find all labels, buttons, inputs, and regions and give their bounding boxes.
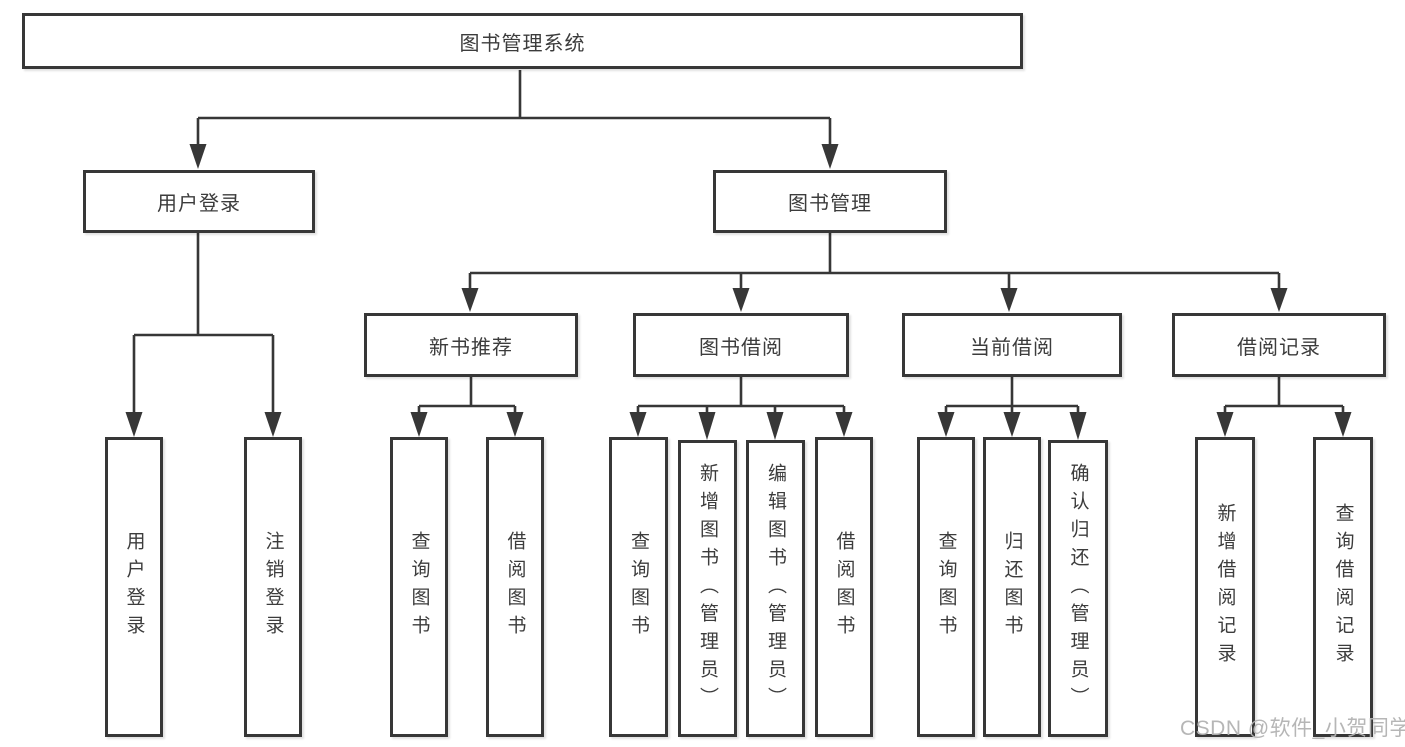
node-leaf-query-borrow-record: 查询借阅记录 [1313,437,1373,737]
node-leaf-borrow-books: 借阅图书 [815,437,873,737]
node-label: 编辑图书（管理员） [765,462,786,715]
arrowhead-down-icon [506,412,524,437]
node-label: 查询图书 [408,531,430,643]
arrowhead-down-icon [1216,412,1234,437]
node-leaf-return-books: 归还图书 [983,437,1041,737]
node-label: 用户登录 [157,193,241,215]
node-book-management: 图书管理 [713,170,947,233]
arrowhead-down-icon [766,412,784,440]
node-leaf-recommend-borrow-books: 借阅图书 [486,437,544,737]
node-leaf-add-borrow-record: 新增借阅记录 [1195,437,1255,737]
arrowhead-down-icon [835,412,853,437]
node-leaf-confirm-return-admin: 确认归还（管理员） [1048,440,1108,737]
node-leaf-current-query-books: 查询图书 [917,437,975,737]
node-borrowing-records: 借阅记录 [1172,313,1386,377]
node-leaf-edit-books-admin: 编辑图书（管理员） [746,440,805,737]
arrowhead-down-icon [821,144,839,169]
node-label: 用户登录 [123,531,145,643]
node-leaf-borrow-query-books: 查询图书 [609,437,668,737]
csdn-watermark: CSDN @软件_小贺同学 [1180,717,1405,740]
node-label: 确认归还（管理员） [1067,462,1089,715]
node-label: 图书管理 [788,193,872,215]
arrowhead-down-icon [1003,412,1021,437]
node-label: 新增借阅记录 [1214,503,1236,671]
arrowhead-down-icon [125,412,143,437]
node-user-login: 用户登录 [83,170,315,233]
arrowhead-down-icon [698,412,716,440]
arrowhead-down-icon [1334,412,1352,437]
connector-edges [132,70,1345,416]
node-leaf-logout: 注销登录 [244,437,302,737]
node-label: 归还图书 [1001,531,1023,643]
arrowhead-down-icon [461,288,479,312]
node-label: 查询图书 [935,531,957,643]
node-label: 当前借阅 [970,336,1054,359]
node-leaf-user-login: 用户登录 [105,437,163,737]
node-new-book-recommendation: 新书推荐 [364,313,578,377]
node-book-borrowing: 图书借阅 [633,313,849,377]
node-library-management-system: 图书管理系统 [22,13,1023,69]
arrowhead-down-icon [732,288,750,312]
arrowhead-down-icon [1069,412,1087,440]
node-label: 查询借阅记录 [1332,503,1354,671]
arrowhead-down-icon [1270,288,1288,312]
arrowhead-down-icon [1000,288,1018,312]
node-label: 借阅图书 [504,531,526,643]
node-label: 查询图书 [628,531,649,643]
node-label: 注销登录 [262,531,284,643]
arrowhead-down-icon [410,412,428,437]
node-label: 图书借阅 [699,336,783,359]
node-label: 借阅记录 [1237,336,1321,359]
node-leaf-recommend-query-books: 查询图书 [390,437,448,737]
node-label: 新书推荐 [429,336,513,359]
node-label: 新增图书（管理员） [697,462,718,715]
connector-arrows [125,144,1352,440]
node-label: 借阅图书 [833,531,855,643]
arrowhead-down-icon [937,412,955,437]
arrowhead-down-icon [189,144,207,169]
node-current-borrowing: 当前借阅 [902,313,1122,377]
node-label: 图书管理系统 [459,32,586,55]
arrowhead-down-icon [264,412,282,437]
node-leaf-add-books-admin: 新增图书（管理员） [678,440,737,737]
arrowhead-down-icon [629,412,647,437]
